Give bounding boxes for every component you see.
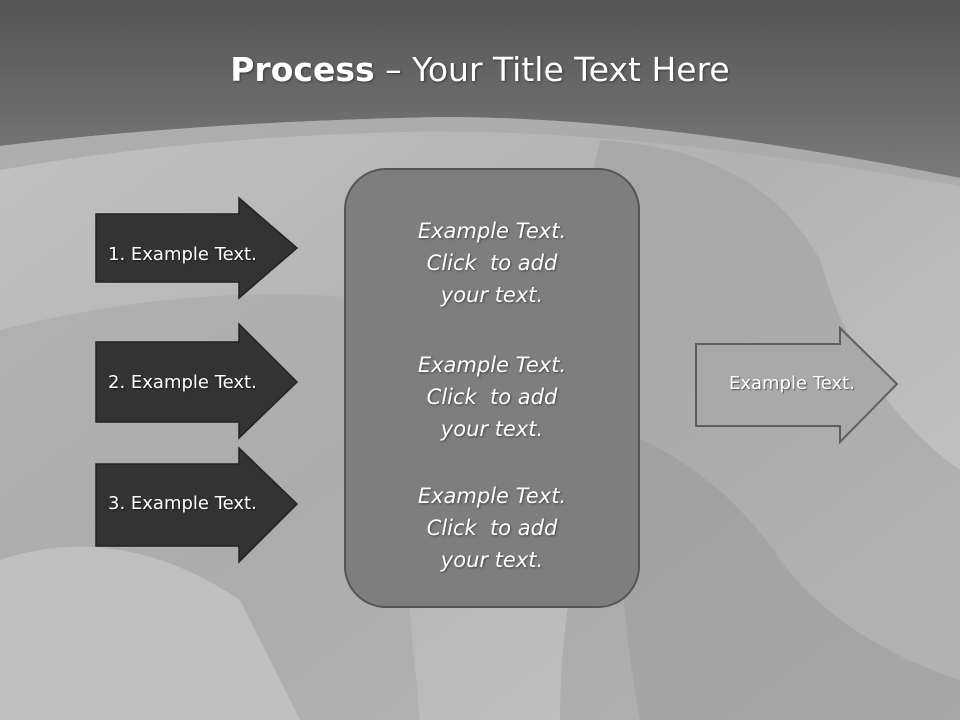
left-arrow-1 — [95, 196, 299, 300]
center-text-1-line-2: Click to add — [426, 251, 558, 275]
center-text-block-1: Example Text. Click to add your text. — [346, 215, 638, 311]
center-text-1-line-3: your text. — [440, 283, 544, 307]
left-arrow-1-label: 1. Example Text. — [108, 244, 257, 265]
left-arrow-3-label: 3. Example Text. — [108, 493, 257, 514]
left-arrow-3 — [95, 446, 299, 564]
page-title: Process – Your Title Text Here — [230, 50, 730, 89]
center-text-block-3: Example Text. Click to add your text. — [346, 480, 638, 576]
left-arrow-2-label: 2. Example Text. — [108, 372, 257, 393]
center-text-2-line-1: Example Text. — [417, 353, 567, 377]
center-text-3-line-2: Click to add — [426, 516, 558, 540]
right-arrow — [695, 326, 899, 444]
center-text-3-line-3: your text. — [440, 548, 544, 572]
center-text-1-line-1: Example Text. — [417, 219, 567, 243]
center-text-3-line-1: Example Text. — [417, 484, 567, 508]
center-text-2-line-3: your text. — [440, 417, 544, 441]
center-box: Example Text. Click to add your text. Ex… — [344, 168, 640, 608]
right-arrow-label: Example Text. — [729, 373, 855, 394]
center-text-2-line-2: Click to add — [426, 385, 558, 409]
center-text-block-2: Example Text. Click to add your text. — [346, 349, 638, 445]
left-arrow-2 — [95, 322, 299, 440]
